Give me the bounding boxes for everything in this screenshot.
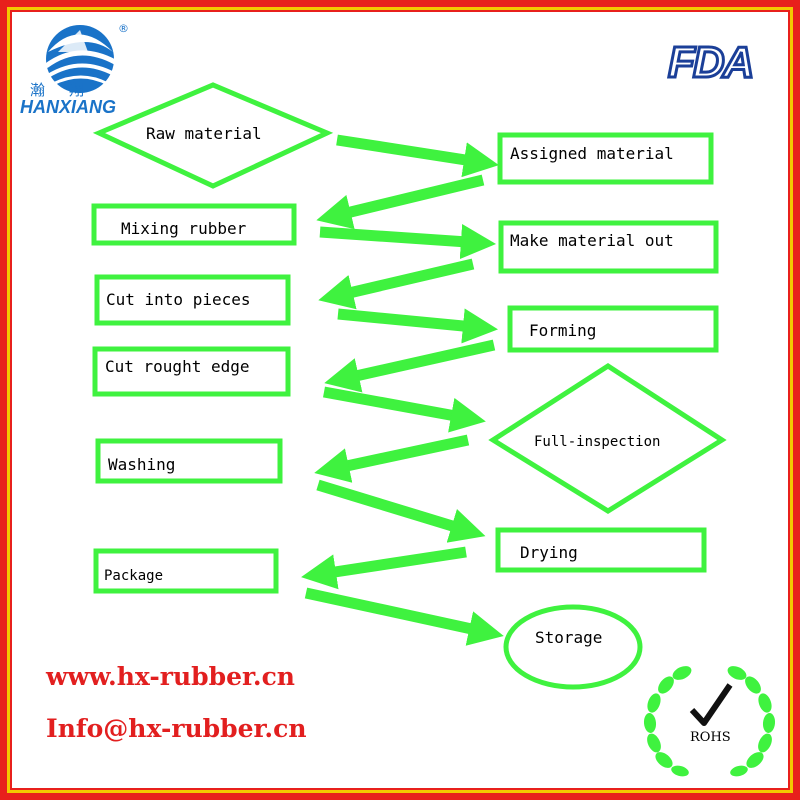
arrow-package-to-storage	[304, 587, 504, 646]
node-forming-label: Forming	[529, 321, 596, 340]
node-full-inspection-shape	[488, 363, 727, 514]
node-cut-into-pieces-label: Cut into pieces	[106, 290, 251, 309]
node-washing-shape	[95, 438, 283, 484]
arrow-raw-to-assigned	[336, 134, 499, 178]
node-package-shape	[93, 548, 279, 594]
website-link[interactable]: www.hx-rubber.cn	[46, 662, 295, 691]
arrow-assigned-to-mixing	[316, 174, 485, 230]
page-border-inner	[10, 10, 790, 790]
flow-labels: Raw material Assigned material Mixing ru…	[104, 124, 674, 647]
node-full-inspection-label: Full-inspection	[534, 434, 660, 450]
registered-mark: ®	[118, 22, 129, 35]
arrow-edge-to-inspection	[323, 386, 486, 433]
node-drying-shape	[495, 527, 707, 573]
node-assigned-material-label: Assigned material	[510, 144, 674, 163]
arrow-make-to-cut	[318, 258, 475, 310]
arrow-drying-to-package	[301, 546, 467, 590]
node-drying-label: Drying	[520, 543, 578, 562]
arrow-inspection-to-washing	[314, 434, 470, 483]
node-cut-rought-edge-shape	[92, 346, 291, 397]
node-forming-shape	[507, 305, 719, 353]
node-storage-shape	[503, 604, 643, 690]
node-assigned-material-shape	[497, 132, 714, 185]
email-link[interactable]: Info@hx-rubber.cn	[46, 714, 307, 743]
arrow-forming-to-edge	[324, 339, 496, 393]
brand-name-chinese: 瀚翔	[30, 81, 109, 99]
arrow-washing-to-drying	[316, 479, 486, 543]
node-make-material-out-shape	[498, 220, 719, 274]
node-mixing-rubber-label: Mixing rubber	[121, 219, 247, 238]
hanxiang-logo-icon	[44, 25, 117, 93]
node-package-label: Package	[104, 568, 163, 584]
node-storage-label: Storage	[535, 628, 602, 647]
brand-name-english: HANXIANG	[20, 97, 117, 117]
rohs-label: ROHS	[690, 730, 731, 745]
arrow-mixing-to-make	[319, 224, 497, 260]
checkmark-icon	[689, 683, 733, 726]
node-mixing-rubber-shape	[91, 203, 297, 246]
node-cut-into-pieces-shape	[94, 274, 291, 326]
fda-logo: FDA	[666, 37, 755, 89]
flow-nodes	[91, 82, 727, 690]
node-raw-material-label: Raw material	[146, 124, 262, 143]
arrow-cut-to-forming	[337, 308, 499, 344]
node-raw-material-shape	[92, 82, 334, 189]
node-make-material-out-label: Make material out	[510, 231, 674, 250]
rohs-laurel-icon	[643, 666, 776, 777]
flow-arrows	[301, 134, 504, 646]
node-cut-rought-edge-label: Cut rought edge	[105, 357, 250, 376]
node-washing-label: Washing	[108, 455, 175, 474]
